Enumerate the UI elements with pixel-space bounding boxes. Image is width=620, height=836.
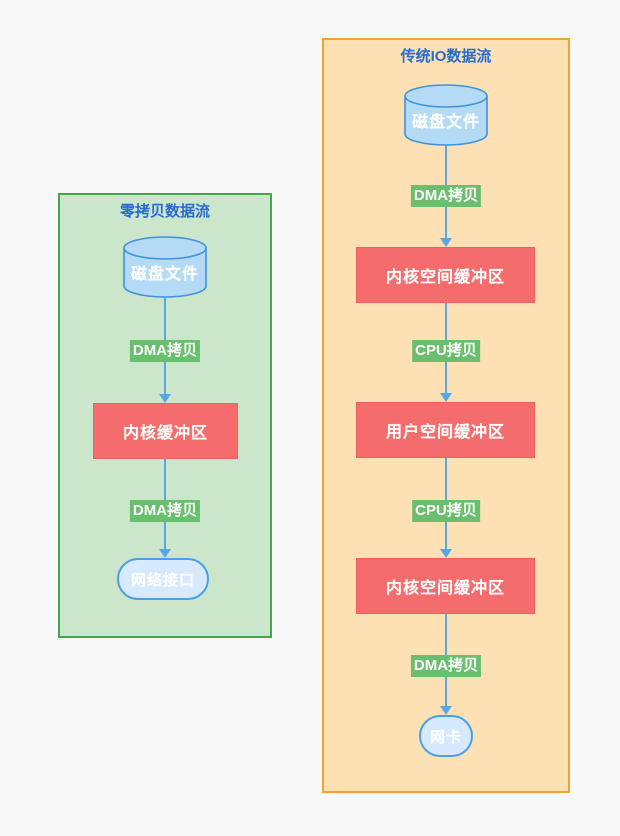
network-interface-node: 网络接口 [117,558,209,600]
traditional-io-panel: 传统IO数据流 磁盘文件 DMA拷贝 内核空间缓冲区 CPU拷贝 用户空间缓冲区… [322,38,570,793]
kernel-space-buffer-in-label: 内核空间缓冲区 [385,269,505,286]
kernel-buffer-label: 内核缓冲区 [122,425,208,442]
cylinder-icon [404,84,488,146]
cylinder-icon [123,236,207,298]
zero-copy-panel: 零拷贝数据流 磁盘文件 DMA拷贝 内核缓冲区 DMA拷贝 网络接口 [58,193,272,638]
edge-label-dma-copy: DMA拷贝 [410,185,482,207]
nic-label: 网卡 [429,728,462,746]
disk-file-label: 磁盘文件 [130,266,199,283]
edge-label-cpu-copy: CPU拷贝 [412,340,480,362]
edge-label-dma-copy: DMA拷贝 [410,655,482,677]
arrow-down-icon [159,394,171,403]
disk-file-cylinder: 磁盘文件 [404,84,488,146]
user-space-buffer-node: 用户空间缓冲区 [356,402,535,458]
edge-label-dma-copy: DMA拷贝 [129,500,201,522]
edge-label-dma-copy: DMA拷贝 [129,340,201,362]
kernel-space-buffer-out-label: 内核空间缓冲区 [385,580,505,597]
kernel-space-buffer-out-node: 内核空间缓冲区 [356,558,535,614]
user-space-buffer-label: 用户空间缓冲区 [385,424,505,441]
kernel-space-buffer-in-node: 内核空间缓冲区 [356,247,535,303]
disk-file-label: 磁盘文件 [411,114,480,131]
arrow-down-icon [159,549,171,558]
disk-file-cylinder: 磁盘文件 [123,236,207,298]
network-interface-label: 网络接口 [130,571,195,589]
traditional-io-panel-title: 传统IO数据流 [400,48,492,65]
arrow-down-icon [440,706,452,715]
arrow-down-icon [440,238,452,247]
kernel-buffer-node: 内核缓冲区 [93,403,238,459]
nic-node: 网卡 [419,715,473,757]
arrow-down-icon [440,393,452,402]
zero-copy-panel-title: 零拷贝数据流 [119,203,210,220]
arrow-down-icon [440,549,452,558]
edge-label-cpu-copy: CPU拷贝 [412,500,480,522]
